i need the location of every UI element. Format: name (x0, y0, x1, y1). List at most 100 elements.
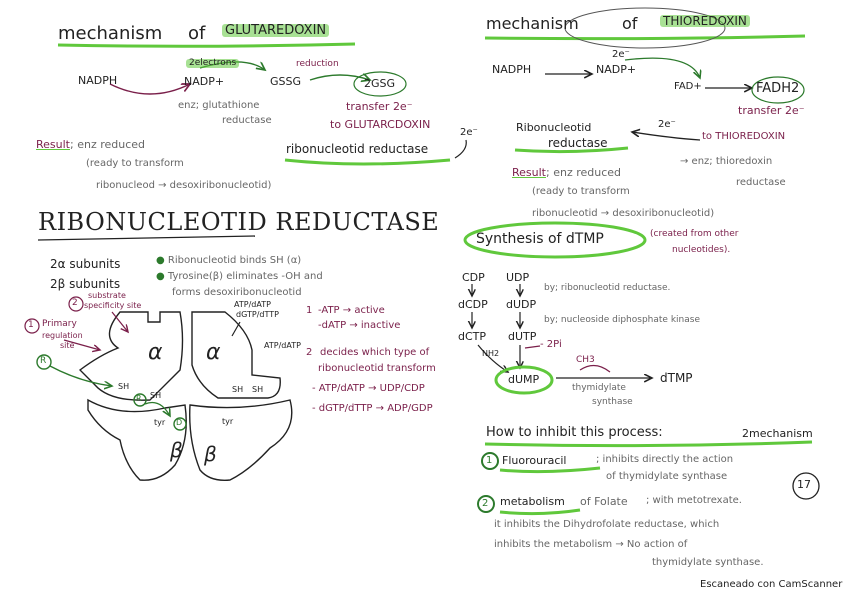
fluorouracil-underline (500, 468, 600, 472)
substrate-site-label-2: specificity site (84, 302, 141, 310)
sh-label-1: SH (118, 383, 129, 391)
note1-line-a: -ATP → active (318, 306, 385, 316)
item2-line3: inhibits the metabolism → No action of (494, 540, 687, 550)
thio-rnr-label-1: Ribonucleotid (516, 122, 591, 133)
by-ndk-label: by; nucleoside diphosphate kinase (544, 316, 700, 325)
dtmp-created-1: (created from other (650, 230, 738, 239)
nh2-label: NH2 (482, 350, 499, 358)
reduction-label: reduction (296, 60, 339, 69)
note1-num: 1 (306, 306, 312, 316)
r-label-2: R (136, 395, 142, 403)
d-label: D (176, 419, 182, 427)
alpha-symbol-right: α (206, 342, 221, 364)
atp-site-arrow (232, 322, 240, 336)
sh-label-2: SH (150, 392, 161, 400)
thymidylate-label-2: synthase (592, 398, 633, 407)
two-gsg-label: 2GSG (364, 78, 395, 89)
site-atp-3: ATP/dATP (264, 342, 301, 350)
thio-rnr-label-2: reductase (548, 137, 608, 149)
thio-transfer-label: transfer 2e⁻ (738, 105, 805, 116)
two-pi-label: - 2Pi (540, 340, 562, 350)
glutaredoxin-title-underline (58, 44, 355, 46)
gr-ready-text: (ready to transform (86, 159, 184, 169)
thioredoxin-title-prefix: mechanism (486, 16, 579, 32)
dcdp-label: dCDP (458, 299, 488, 310)
thio-result-label: Result (512, 166, 546, 179)
sh-label-4: SH (252, 386, 263, 394)
rnr-enzyme-diagram (80, 312, 292, 480)
thio-two-e-b-label: 2e⁻ (658, 120, 676, 130)
rnr-title-underline (38, 236, 255, 240)
substrate-site-label-1: substrate (88, 292, 126, 300)
by-rnr-label: by; ribonucleotid reductase. (544, 284, 670, 293)
note2-line-d: - dGTP/dTTP → ADP/GDP (312, 404, 433, 414)
gr-result-line: Result; enz reduced (36, 139, 145, 150)
nadp-to-fad-arrow (625, 58, 700, 78)
metabolism-underline (500, 510, 580, 514)
fad-plus-label: FAD+ (674, 82, 702, 92)
tyr-label-1: tyr (154, 419, 165, 427)
item1-text: ; inhibits directly the action (596, 455, 733, 465)
dump-label: dUMP (508, 374, 539, 385)
tyr-label-2: tyr (222, 418, 233, 426)
page-number: 17 (797, 479, 811, 490)
rnr-title: RIBONUCLEOTID REDUCTASE (38, 210, 439, 234)
thio-nadph-label: NADPH (492, 64, 531, 75)
alpha-count: 2α subunits (50, 258, 120, 270)
beta-count: 2β subunits (50, 278, 120, 290)
glutaredoxin-title-prefix: mechanism (58, 25, 162, 43)
note2-line-c: - ATP/dATP → UDP/CDP (312, 384, 425, 394)
alpha-subunit-left (80, 312, 183, 400)
rnr-bullet-2b: forms desoxiribonucleotid (172, 288, 302, 298)
ch3-label: CH3 (576, 356, 595, 365)
thioredoxin-title-of: of (622, 16, 637, 32)
thio-conversion-text: ribonucleotid → desoxiribonucleotid) (532, 209, 714, 219)
sh-label-3: SH (232, 386, 243, 394)
thio-two-e-label: 2e⁻ (612, 50, 630, 60)
item2-line4: thymidylate synthase. (652, 558, 764, 568)
glutaredoxin-title-of: of (188, 25, 205, 43)
item2-line2: it inhibits the Dihydrofolate reductase,… (494, 520, 719, 530)
r-label-1: R (40, 357, 46, 366)
dudp-label: dUDP (506, 299, 536, 310)
thio-enzyme-label-1: → enz; thioredoxin (680, 157, 772, 167)
cdp-label: CDP (462, 272, 485, 283)
rnr-arrow-2e (455, 140, 466, 158)
beta-symbol-left: β (170, 440, 183, 460)
rnr-bullet-2: ● Tyrosine(β) eliminates -OH and (156, 272, 323, 282)
note1-line-b: -dATP → inactive (318, 321, 400, 331)
primary-site-label-1: Primary (42, 320, 77, 329)
item1-name: Fluorouracil (502, 455, 567, 466)
primary-site-label-2: regulation (42, 332, 83, 340)
site-atp-2: dGTP/dTTP (236, 311, 279, 319)
two-pi-arrow (525, 346, 540, 348)
fadh2-label: FADH2 (756, 82, 799, 95)
dtmp-created-2: nucleotides). (672, 246, 730, 255)
nadph-label: NADPH (78, 75, 117, 86)
note2-line-a: decides which type of (320, 348, 429, 358)
rnr-bullet-1-text: Ribonucleotid binds SH (α) (168, 255, 301, 266)
thio-nadp-plus-label: NADP+ (596, 64, 636, 75)
item2-num: 2 (482, 499, 488, 509)
transfer-label-1: transfer 2e⁻ (346, 101, 413, 112)
dtmp-title: Synthesis of dTMP (476, 232, 604, 246)
dutp-label: dUTP (508, 331, 536, 342)
item2-mid: of Folate (580, 496, 628, 507)
two-electrons-label: 2electrons (186, 59, 239, 68)
beta-symbol-right: β (204, 444, 217, 464)
item1-text-2: of thymidylate synthase (606, 472, 727, 482)
nadp-plus-label: NADP+ (184, 76, 224, 87)
inhibit-two-mech: 2mechanism (742, 428, 813, 439)
thio-result-line: Result; enz reduced (512, 167, 621, 178)
beta-subunit-right (190, 400, 292, 480)
gr-enzyme-label-1: enz; glutathione (178, 101, 259, 111)
rnr-bullet-1: ● Ribonucleotid binds SH (α) (156, 256, 301, 266)
glutaredoxin-title-name: GLUTAREDOXIN (222, 24, 329, 37)
rnr-bullet-2-text: Tyrosine(β) eliminates -OH and (168, 271, 323, 282)
to-thio-arrow (632, 132, 700, 140)
scanner-watermark: Escaneado con CamScanner (700, 580, 842, 590)
udp-label: UDP (506, 272, 529, 283)
item2-name: metabolism (500, 496, 565, 507)
substrate-site-num: 2 (72, 299, 78, 308)
